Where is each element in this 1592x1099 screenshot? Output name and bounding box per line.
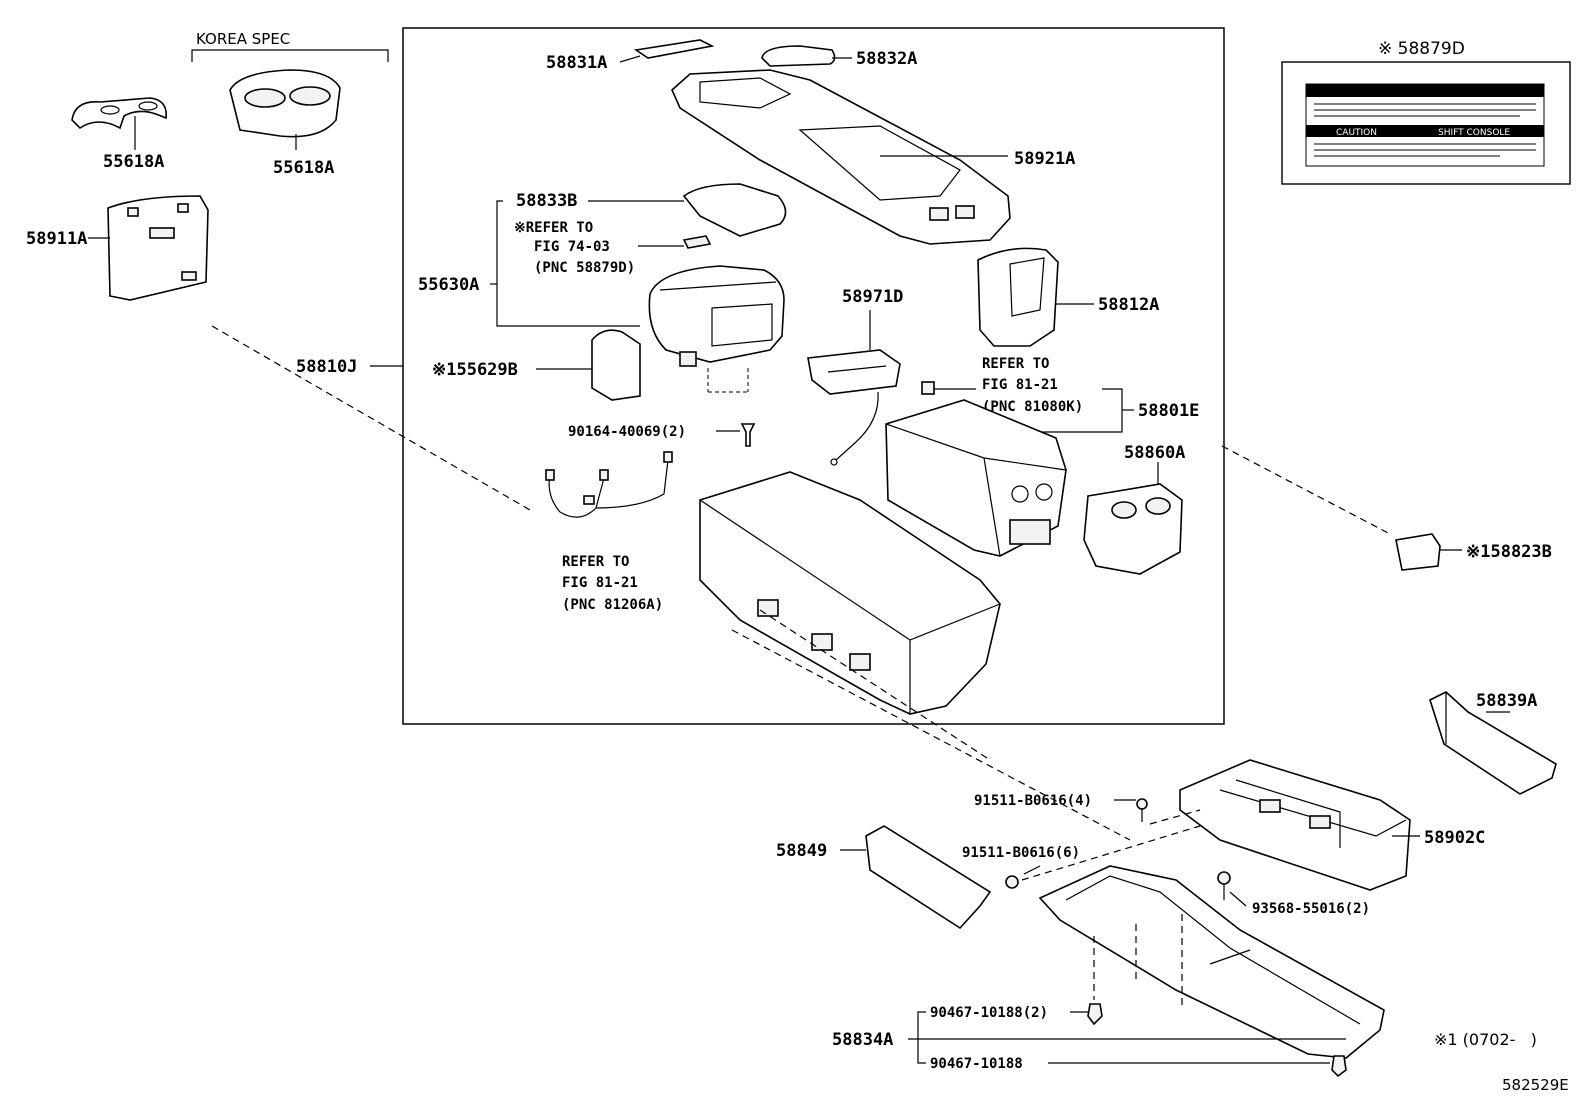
label-58833b: 58833B: [516, 191, 577, 211]
refer-fig-81-21-b-line1: REFER TO: [982, 356, 1049, 372]
leader-58911a-wiring: [211, 325, 531, 511]
part-55618a-left[interactable]: [71, 97, 167, 150]
refer-fig-74-03-line1: ※REFER TO: [514, 220, 593, 236]
diagram-id: 582529E: [1502, 1076, 1569, 1094]
footnote-1: ※1 (0702- ): [1434, 1030, 1537, 1049]
label-58839a: 58839A: [1476, 691, 1537, 711]
label-58831a: 58831A: [546, 53, 607, 73]
bracket-58834a: [917, 1011, 926, 1064]
label-55629b: ※155629B: [432, 360, 518, 380]
part-58860a[interactable]: [1083, 483, 1183, 575]
part-58833b[interactable]: [682, 183, 787, 237]
part-58902c[interactable]: [1179, 759, 1411, 891]
label-58921a: 58921A: [1014, 149, 1075, 169]
label-58902c: 58902C: [1424, 828, 1485, 848]
part-55629b[interactable]: [591, 329, 641, 401]
label-58834a: 58834A: [832, 1030, 893, 1050]
part-console-body[interactable]: [699, 471, 1001, 715]
refer-fig-81-21-a-line3: (PNC 81206A): [562, 597, 663, 613]
label-58812a: 58812A: [1098, 295, 1159, 315]
label-55618a-right: 55618A: [273, 158, 334, 178]
refer-fig-81-21-a-line1: REFER TO: [562, 554, 629, 570]
part-58879d-caution-label[interactable]: CAUTION SHIFT CONSOLE: [1281, 61, 1571, 185]
refer-fig-74-03-line2: FIG 74-03: [534, 239, 610, 255]
part-58823b[interactable]: [1395, 533, 1441, 571]
part-58879d-small-label: [682, 235, 712, 249]
part-58911a[interactable]: [88, 195, 209, 301]
refer-fig-81-21-b-line3: (PNC 81080K): [982, 399, 1083, 415]
label-93568-55016: 93568-55016(2): [1252, 901, 1370, 917]
label-90467-10188-2: 90467-10188(2): [930, 1005, 1048, 1021]
label-55618a-left: 55618A: [103, 152, 164, 172]
korea-spec-bracket: KOREA SPEC: [191, 30, 389, 62]
part-58971d[interactable]: [807, 310, 901, 466]
part-91511-b0616-6[interactable]: [1005, 875, 1019, 889]
part-58812a[interactable]: [977, 247, 1059, 347]
part-wiring-harness-81206a[interactable]: [545, 451, 673, 518]
refer-fig-74-03-line3: (PNC 58879D): [534, 260, 635, 276]
label-91511-b0616-4: 91511-B0616(4): [974, 793, 1092, 809]
part-55630a[interactable]: [648, 265, 785, 367]
bracket-55630a: [490, 200, 640, 327]
part-91511-b0616-4[interactable]: [1136, 798, 1148, 822]
part-58921a[interactable]: [671, 69, 1011, 245]
label-58810j: 58810J: [296, 357, 357, 377]
label-90467-10188: 90467-10188: [930, 1056, 1023, 1072]
label-58879d: ※ 58879D: [1378, 39, 1465, 59]
leader-58860a-58823b: [1221, 445, 1391, 535]
caution-subtitle: SHIFT CONSOLE: [1438, 128, 1510, 138]
label-58832a: 58832A: [856, 49, 917, 69]
part-55618a-right[interactable]: [229, 69, 341, 150]
part-58849[interactable]: [865, 825, 992, 930]
refer-fig-81-21-a-line2: FIG 81-21: [562, 575, 638, 591]
part-93568-55016[interactable]: [1217, 871, 1231, 900]
clip-81080k: [921, 381, 935, 395]
refer-fig-81-21-b-line2: FIG 81-21: [982, 377, 1058, 393]
label-58823b: ※158823B: [1466, 542, 1552, 562]
label-55630a: 55630A: [418, 275, 479, 295]
korea-spec-label: KOREA SPEC: [196, 30, 290, 48]
part-58831a[interactable]: [633, 39, 715, 59]
part-90467-10188[interactable]: [1331, 1055, 1347, 1078]
label-58911a: 58911A: [26, 229, 87, 249]
label-58971d: 58971D: [842, 287, 903, 307]
caution-title: CAUTION: [1336, 128, 1377, 138]
label-58849: 58849: [776, 841, 827, 861]
part-90467-10188-2[interactable]: [1087, 1003, 1103, 1026]
part-90164-40069[interactable]: [740, 423, 756, 447]
assembly-frame: [402, 27, 1225, 725]
part-58834a[interactable]: [1038, 865, 1385, 1059]
label-58801e: 58801E: [1138, 401, 1199, 421]
part-58839a[interactable]: [1429, 691, 1557, 795]
label-58860a: 58860A: [1124, 443, 1185, 463]
label-91511-b0616-6: 91511-B0616(6): [962, 845, 1080, 861]
part-58832a[interactable]: [761, 45, 836, 67]
label-90164-40069: 90164-40069(2): [568, 424, 686, 440]
part-58801e[interactable]: [885, 399, 1067, 557]
